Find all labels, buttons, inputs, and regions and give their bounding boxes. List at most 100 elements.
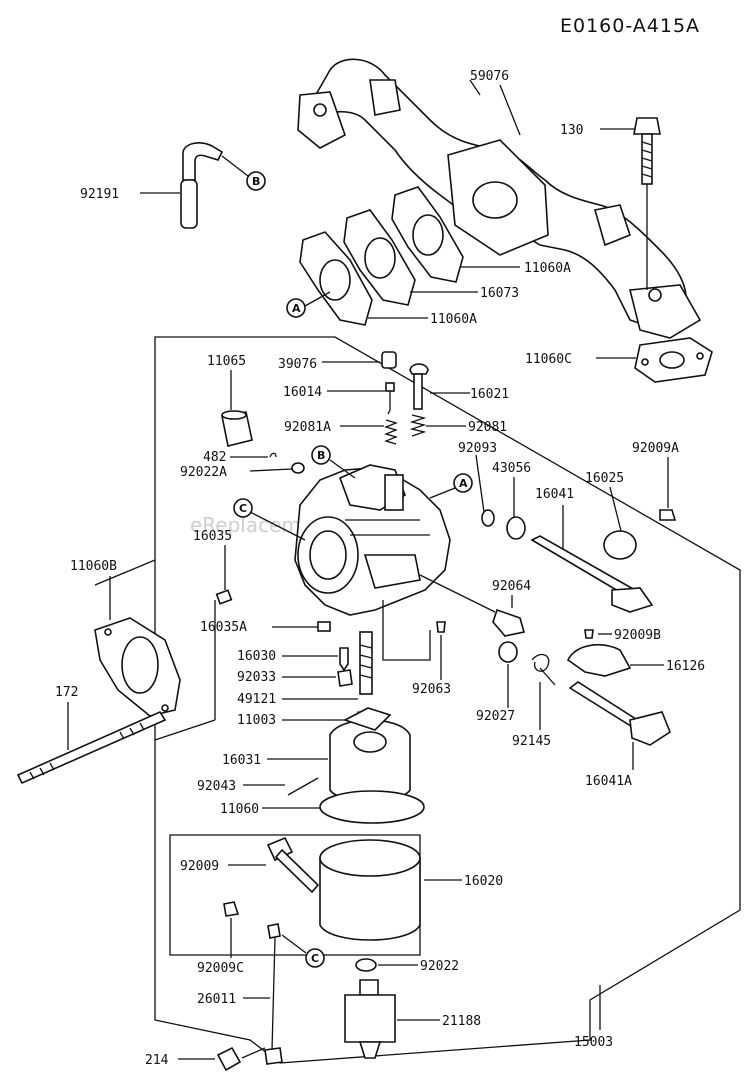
label-92009a: 92009A <box>632 441 679 456</box>
label-482: 482 <box>203 450 226 465</box>
label-26011: 26011 <box>197 992 236 1007</box>
label-11060a-lower: 11060A <box>430 312 477 327</box>
label-11060a-upper: 11060A <box>524 261 571 276</box>
emulsion-tube-49121 <box>359 631 373 695</box>
label-16025: 16025 <box>585 471 624 486</box>
ref-marker-b-lower: B <box>317 449 325 462</box>
carburetor-body <box>294 464 451 616</box>
label-16126: 16126 <box>666 659 705 674</box>
spring-92081a <box>384 419 398 445</box>
washer-92022 <box>355 958 377 972</box>
clip-482 <box>269 452 277 458</box>
gasket-11060 <box>319 790 425 824</box>
label-15003: 15003 <box>574 1035 613 1050</box>
float-16031 <box>329 707 411 803</box>
spring-92027 <box>498 641 518 663</box>
screw-16021 <box>409 363 429 410</box>
seal-43056 <box>506 516 526 540</box>
label-16031: 16031 <box>222 753 261 768</box>
label-92009: 92009 <box>180 859 219 874</box>
label-92191: 92191 <box>80 187 119 202</box>
stud-172 <box>16 710 167 785</box>
label-92081a: 92081A <box>284 420 331 435</box>
label-92081: 92081 <box>468 420 507 435</box>
hose-92191 <box>180 142 224 229</box>
label-16041a: 16041A <box>585 774 632 789</box>
bowl-group-boundary <box>169 834 421 956</box>
assembly-boundary <box>154 336 741 1064</box>
screw-16014 <box>385 382 395 415</box>
label-92145: 92145 <box>512 734 551 749</box>
lever-16126 <box>566 644 632 677</box>
ref-marker-b-upper: B <box>252 175 260 188</box>
label-92009c: 92009C <box>197 961 244 976</box>
ref-marker-a-lower: A <box>459 477 468 490</box>
pin-92043 <box>287 777 319 796</box>
o-ring-92093 <box>481 509 495 527</box>
label-16073: 16073 <box>480 286 519 301</box>
label-92033: 92033 <box>237 670 276 685</box>
shaft-16041 <box>530 535 654 613</box>
spring-92145 <box>531 653 556 686</box>
screw-16035 <box>215 589 233 605</box>
ref-marker-a-upper: A <box>292 302 301 315</box>
label-16014: 16014 <box>283 385 322 400</box>
screw-214 <box>216 1046 242 1072</box>
drain-tube-26011 <box>264 923 283 1065</box>
label-92009b: 92009B <box>614 628 661 643</box>
diagram-code: E0160-A415A <box>560 15 700 37</box>
label-92022: 92022 <box>420 959 459 974</box>
bolt-130 <box>633 117 661 290</box>
label-21188: 21188 <box>442 1014 481 1029</box>
gasket-11060b <box>94 617 181 717</box>
label-11060c: 11060C <box>525 352 572 367</box>
label-16035: 16035 <box>193 529 232 544</box>
screw-92064 <box>492 608 526 637</box>
label-11065: 11065 <box>207 354 246 369</box>
label-92022a: 92022A <box>180 465 227 480</box>
label-92093: 92093 <box>458 441 497 456</box>
cap-39076 <box>381 351 397 369</box>
label-92063: 92063 <box>412 682 451 697</box>
manifold-gaskets <box>299 186 464 326</box>
ref-marker-c-upper: C <box>239 502 247 515</box>
label-16041: 16041 <box>535 487 574 502</box>
cap-11065 <box>221 410 253 447</box>
exhaust-manifold <box>297 58 702 339</box>
spring-92081 <box>409 414 427 437</box>
bolt-92009 <box>266 836 320 894</box>
label-92043: 92043 <box>197 779 236 794</box>
screw-92063 <box>436 621 446 633</box>
label-39076: 39076 <box>278 357 317 372</box>
screw-92009a <box>659 509 677 521</box>
label-43056: 43056 <box>492 461 531 476</box>
clip-92033 <box>337 669 353 687</box>
label-214: 214 <box>145 1053 169 1068</box>
label-92027: 92027 <box>476 709 515 724</box>
choke-shaft-16041a <box>568 681 671 746</box>
label-16030: 16030 <box>237 649 276 664</box>
label-11003: 11003 <box>237 713 276 728</box>
bowl-16020 <box>319 839 421 941</box>
screw-92009b <box>584 629 594 639</box>
valve-16025 <box>603 530 637 560</box>
screw-16035a <box>317 621 331 632</box>
gasket-group-boundary <box>94 559 216 741</box>
label-11060: 11060 <box>220 802 259 817</box>
label-16021: 16021 <box>470 387 509 402</box>
needle-16030 <box>339 647 349 672</box>
ref-marker-c-lower: C <box>311 952 319 965</box>
solenoid-21188 <box>344 979 396 1059</box>
label-92064: 92064 <box>492 579 531 594</box>
washer-92022a <box>291 462 305 474</box>
gasket-11060c <box>634 337 713 383</box>
label-16035a: 16035A <box>200 620 247 635</box>
screw-92009c <box>223 901 240 917</box>
label-172: 172 <box>55 685 78 700</box>
label-11060b: 11060B <box>70 559 117 574</box>
label-59076: 59076 <box>470 69 509 84</box>
label-130: 130 <box>560 123 583 138</box>
label-49121: 49121 <box>237 692 276 707</box>
label-16020: 16020 <box>464 874 503 889</box>
